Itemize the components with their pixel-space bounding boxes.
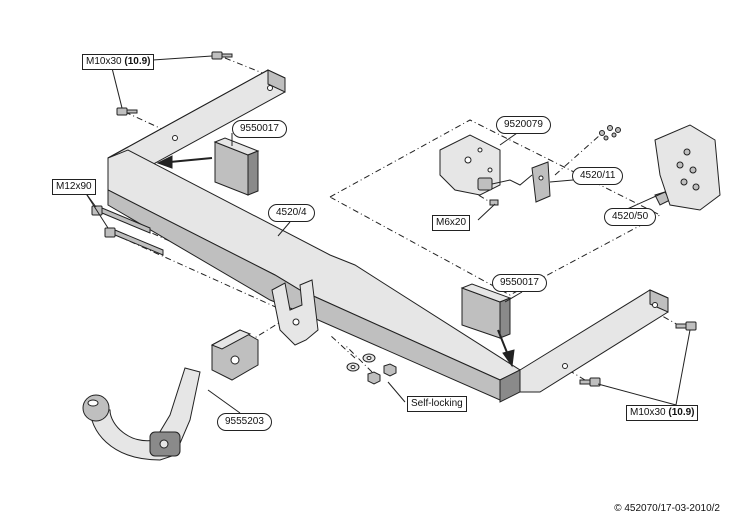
guide-line: [247, 309, 301, 343]
guide-line: [559, 364, 586, 381]
guide-line: [329, 334, 356, 359]
leader-line: [477, 203, 496, 221]
leader-line: [207, 389, 241, 414]
bolt-m12x90-2: [104, 227, 164, 256]
socket-bracket-4520-11: [531, 161, 551, 203]
small-fixings: [489, 125, 671, 206]
leader-line: [387, 381, 406, 403]
leader-line: [675, 329, 691, 406]
label-9520079: 9520079: [496, 116, 551, 134]
label-m6x20: M6x20: [432, 215, 471, 231]
electrics-kit-guide: [328, 119, 662, 296]
electric-socket: [654, 124, 721, 211]
bolt-m10x30-bottom-1: [675, 321, 697, 331]
leader-line: [111, 67, 123, 109]
leader-line: [504, 291, 523, 303]
label-9550017-top: 9550017: [232, 120, 287, 138]
label-4520-50: 4520/50: [604, 208, 657, 226]
arrow-to-right-bracket: [497, 329, 515, 368]
main-crossbar: [107, 149, 522, 403]
bolt-m10x30-bottom-2: [579, 377, 601, 387]
label-m10x30-bottom: M10x30 (10.9): [626, 405, 699, 421]
socket-bracket: [439, 134, 533, 196]
leader-line: [624, 191, 666, 211]
guide-line: [124, 111, 176, 136]
bolt-m10x30-top-1: [211, 51, 233, 60]
bolt-m10x30-top-2: [116, 107, 138, 116]
washer: [346, 362, 360, 372]
right-side-bracket: [519, 289, 669, 393]
label-4520-4: 4520/4: [268, 204, 315, 222]
copyright-notice: © 452070/17-03-2010/2: [614, 503, 720, 514]
leader-line: [549, 179, 574, 183]
label-9550017-bottom: 9550017: [492, 274, 547, 292]
tow-ball-neck: [82, 367, 201, 461]
label-9555203: 9555203: [217, 413, 272, 431]
bolt-m12x90-1: [91, 205, 151, 234]
ball-neck-bracket: [210, 329, 259, 381]
self-locking-nut: [367, 363, 397, 385]
label-m12x90: M12x90: [52, 179, 96, 195]
label-self-locking: Self-locking: [407, 396, 467, 412]
guide-line: [344, 344, 373, 373]
label-4520-11: 4520/11: [572, 167, 624, 185]
ball-mount-plate: [271, 279, 319, 346]
leader-line: [597, 383, 677, 406]
washer: [362, 353, 376, 363]
leader-line: [84, 191, 109, 229]
guide-line: [554, 134, 601, 176]
spacer-block-top: [213, 137, 260, 196]
label-m10x30-top: M10x30 (10.9): [82, 54, 155, 70]
arrow-to-left-bracket: [156, 155, 213, 169]
spacer-block-bottom: [460, 283, 512, 339]
leader-line: [277, 221, 291, 237]
